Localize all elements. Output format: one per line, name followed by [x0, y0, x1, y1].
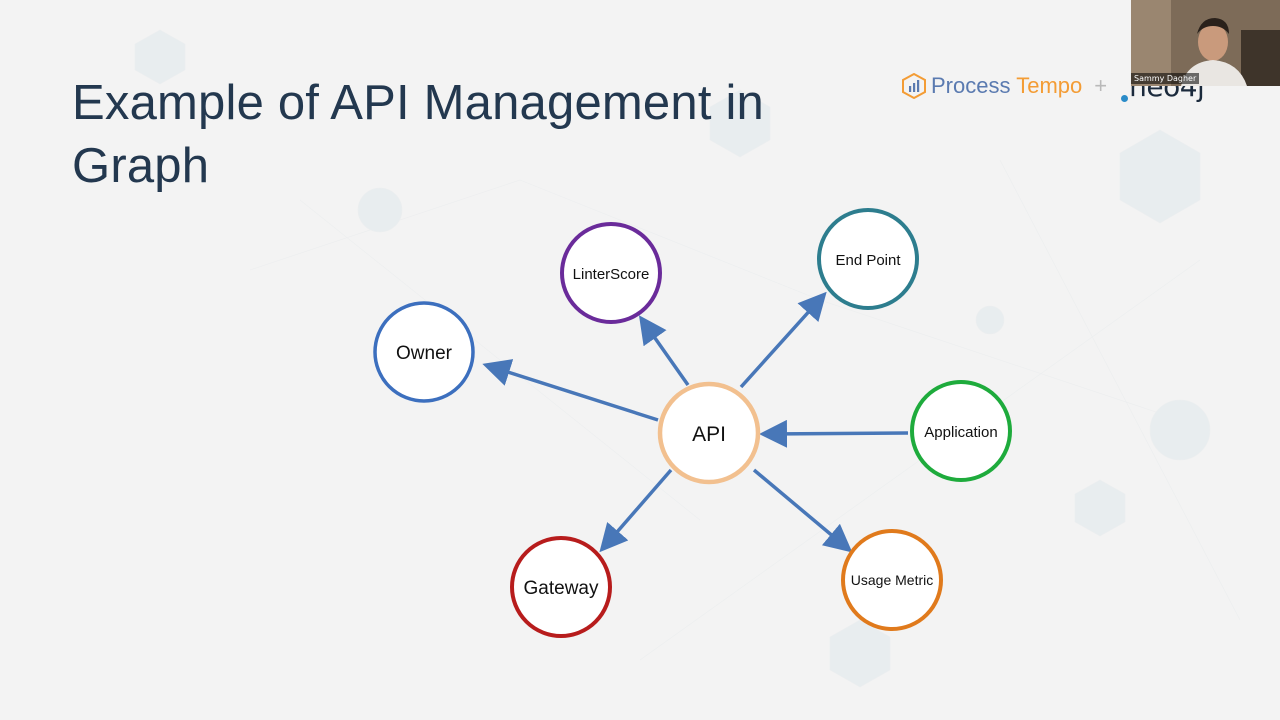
webcam-participant-name: Sammy Dagher	[1131, 73, 1200, 84]
webcam-video-tile: Sammy Dagher	[1131, 0, 1280, 86]
node-api: API	[657, 381, 761, 485]
node-owner: Owner	[373, 301, 475, 403]
edge-application-api	[759, 419, 909, 448]
node-linterscore-label: LinterScore	[573, 266, 650, 283]
neo4j-logo-icon	[1121, 94, 1129, 102]
node-api-label: API	[692, 423, 726, 446]
node-gateway-label: Gateway	[524, 578, 599, 599]
process-tempo-logo-icon	[902, 73, 926, 99]
process-tempo-logo-text: Process Tempo	[931, 73, 1083, 98]
branding-logos: Process Tempo + neo4j	[902, 70, 1205, 103]
edge-api-gateway	[599, 468, 673, 553]
edge-api-linterscore	[638, 315, 690, 387]
logo-plus-sign: +	[1094, 73, 1108, 98]
node-usage-metric: Usage Metric	[841, 529, 943, 631]
edge-api-usage-metric	[752, 468, 853, 553]
node-linterscore: LinterScore	[560, 222, 662, 324]
node-usage-metric-label: Usage Metric	[851, 572, 933, 588]
edge-api-owner	[482, 359, 659, 422]
node-endpoint: End Point	[817, 208, 919, 310]
edge-api-endpoint	[739, 291, 827, 389]
node-gateway: Gateway	[510, 536, 612, 638]
node-endpoint-label: End Point	[835, 252, 901, 269]
node-application-label: Application	[924, 424, 997, 441]
node-owner-label: Owner	[396, 343, 453, 364]
node-application: Application	[910, 380, 1012, 482]
slide-title: Example of API Management in Graph	[72, 76, 764, 193]
